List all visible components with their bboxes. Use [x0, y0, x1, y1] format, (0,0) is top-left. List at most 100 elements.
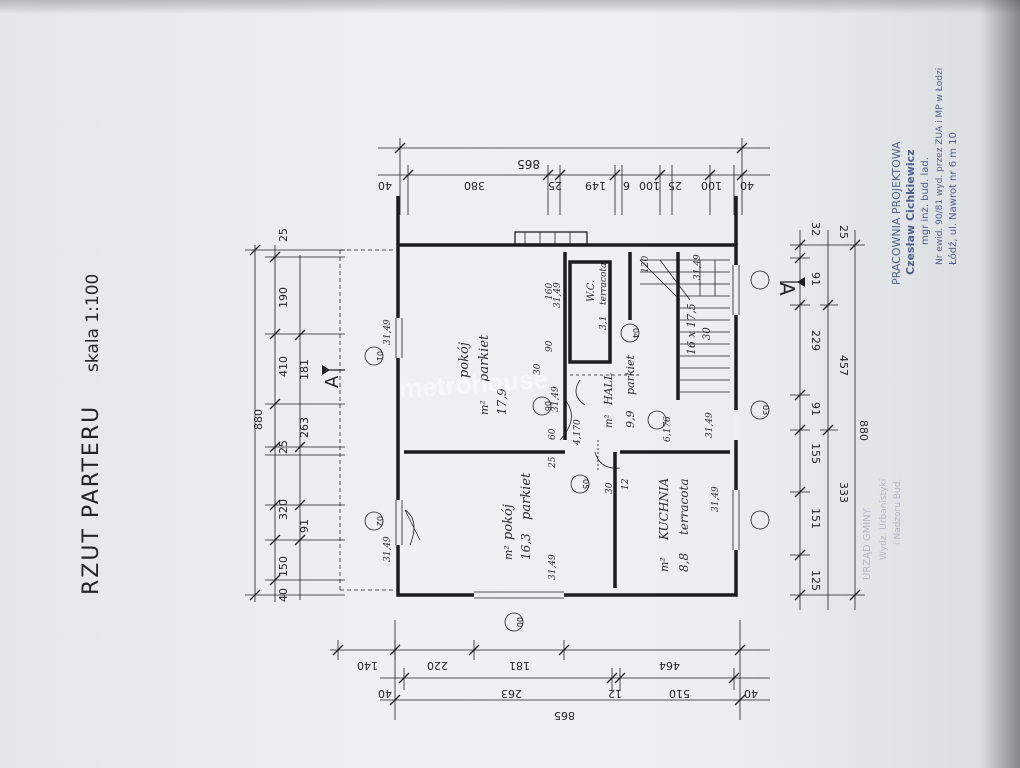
- wc-name: W.C.: [586, 280, 597, 302]
- inner-dim-7: 31,49: [553, 282, 563, 308]
- faded-stamp-line3: i Nadzoru Bud.: [893, 479, 903, 545]
- kitchen-num: m²: [658, 557, 671, 572]
- inner-dim-12: 25: [548, 456, 558, 469]
- inner-dim-16: 12: [621, 478, 631, 490]
- wc-area: 3,1: [599, 316, 609, 330]
- hall-area: 9,9: [624, 411, 637, 429]
- top-total-dim: 865: [517, 157, 540, 171]
- room1-name: pokój: [457, 342, 472, 378]
- room1-area: 17,9: [495, 388, 509, 415]
- top-dim-5: 100: [639, 179, 660, 192]
- room-05: pokój parkiet m² 16,3: [501, 472, 534, 560]
- staircase: [639, 259, 730, 393]
- stamp-line3: mgr inż. bud. lad.: [920, 157, 931, 245]
- axis-label-4: 04: [631, 328, 640, 338]
- stamp-line1: PRACOWNIA PROJEKTOWA: [890, 141, 903, 285]
- axis-label-3: 03: [761, 405, 770, 415]
- inner-dim-4: 31,49: [693, 254, 703, 280]
- top-dim-2: 25: [548, 179, 562, 192]
- room1-floor: parkiet: [477, 334, 492, 382]
- left-dim-7: 91: [298, 519, 311, 533]
- room2-area: 16,3: [519, 533, 533, 560]
- room2-name: pokój: [501, 504, 516, 540]
- right-dim-0: 125: [809, 570, 822, 591]
- top-dim-8: 40: [740, 179, 754, 192]
- right-dim-6: 457: [837, 355, 850, 376]
- inner-dim-9: 90: [545, 340, 555, 352]
- bottom-total-dim: 865: [554, 709, 575, 722]
- top-dimension-lines: [378, 138, 770, 215]
- paper-edge: [980, 0, 1020, 768]
- room2-num: m²: [502, 545, 515, 560]
- left-total-dim: 880: [252, 409, 265, 430]
- paper-shadow: [0, 0, 1020, 14]
- room-06: pokój parkiet m² 17,9: [457, 334, 509, 415]
- inner-dim-3: 31,49: [551, 386, 561, 412]
- room1-num: m²: [478, 400, 491, 415]
- inner-dim-5: 31,49: [705, 412, 715, 438]
- section-label-right: A: [775, 282, 799, 296]
- kitchen-floor: terracota: [677, 479, 691, 535]
- left-dim-5: 25: [277, 440, 290, 454]
- inner-dim-17: 30: [605, 482, 615, 494]
- left-dimension-lines: [245, 244, 345, 602]
- inner-dim-1: 31,49: [383, 536, 393, 562]
- left-dim-0: 25: [277, 228, 290, 242]
- inner-dim-15: 6,176: [663, 416, 673, 442]
- left-dim-9: 40: [277, 588, 290, 602]
- bottom-dim-values: 40 263 12 510 40 140 220 181 464: [357, 659, 758, 700]
- inner-dim-2: 31,49: [548, 554, 558, 580]
- right-dim-4: 91: [809, 402, 822, 416]
- inner-dim-8: 160: [545, 283, 555, 300]
- axis-label-0: 00: [515, 617, 524, 627]
- top-dim-4: 6: [623, 179, 630, 192]
- stair-label: 16 x 17,5 30: [685, 303, 713, 355]
- watermark: metrohouse: [398, 364, 549, 404]
- right-dim-7: 91: [809, 272, 822, 286]
- inner-dim-0: 31,49: [383, 319, 393, 345]
- stair-sub: 30: [702, 327, 713, 340]
- right-dim-values: 880 125 151 333 155 91 229 457 91 25 32: [809, 222, 870, 591]
- room2-floor: parkiet: [519, 472, 534, 520]
- right-dim-1: 151: [809, 508, 822, 529]
- left-dim-1: 190: [277, 287, 290, 308]
- section-mark-right: [780, 277, 805, 287]
- wc-floor: terracota: [599, 263, 609, 305]
- plan-title: RZUT PARTERU: [79, 405, 104, 595]
- stamp-line5: Łódź, ul. Nawrot nr 6 m 10: [947, 132, 959, 266]
- stamp-line2: Czesław Cichkiewicz: [904, 149, 917, 275]
- kitchen-name: KUCHNIA: [657, 477, 671, 541]
- left-dim-3: 181: [298, 359, 311, 380]
- hall-floor: parkiet: [624, 354, 637, 395]
- hall-num: m²: [604, 415, 615, 429]
- top-dim-1: 380: [464, 179, 485, 192]
- faded-stamp-line2: Wydz. Urbanistyki: [879, 479, 889, 560]
- right-dim-2: 333: [837, 482, 850, 503]
- faded-stamp: URZĄD GMINY Wydz. Urbanistyki i Nadzoru …: [862, 479, 903, 580]
- bottom-dim-r2-1: 220: [427, 659, 448, 672]
- right-total-dim: 880: [857, 420, 870, 441]
- faded-stamp-line1: URZĄD GMINY: [862, 507, 873, 580]
- axis-label-5: 05: [581, 479, 590, 489]
- bottom-dim-r2-2: 181: [509, 659, 530, 672]
- left-dim-values: 25 190 410 181 263 25 320 91 150 40: [277, 228, 311, 602]
- section-mark-left: [322, 365, 345, 375]
- axis-label-1: 01: [375, 351, 384, 361]
- left-dim-6: 320: [277, 499, 290, 520]
- architect-stamp: PRACOWNIA PROJEKTOWA Czesław Cichkiewicz…: [890, 68, 959, 285]
- right-dim-5: 229: [809, 330, 822, 351]
- bottom-dim-r2-3: 464: [659, 659, 680, 672]
- section-label-left: A: [322, 375, 343, 388]
- axis-label-2: 02: [375, 516, 384, 526]
- stamp-line4: Nr ewid. 90/81 wyd. przez ZUA i MP w Łod…: [935, 68, 945, 265]
- inner-dim-6: 31,49: [711, 486, 721, 512]
- axis-markers: [364, 270, 770, 632]
- top-dim-3: 149: [585, 179, 606, 192]
- right-dim-3: 155: [809, 443, 822, 464]
- room-kitchen: KUCHNIA terracota m² 8,8: [657, 477, 691, 572]
- top-dim-0: 40: [378, 179, 392, 192]
- bottom-dim-r1-2: 12: [608, 687, 622, 700]
- right-dim-8: 25: [837, 225, 850, 239]
